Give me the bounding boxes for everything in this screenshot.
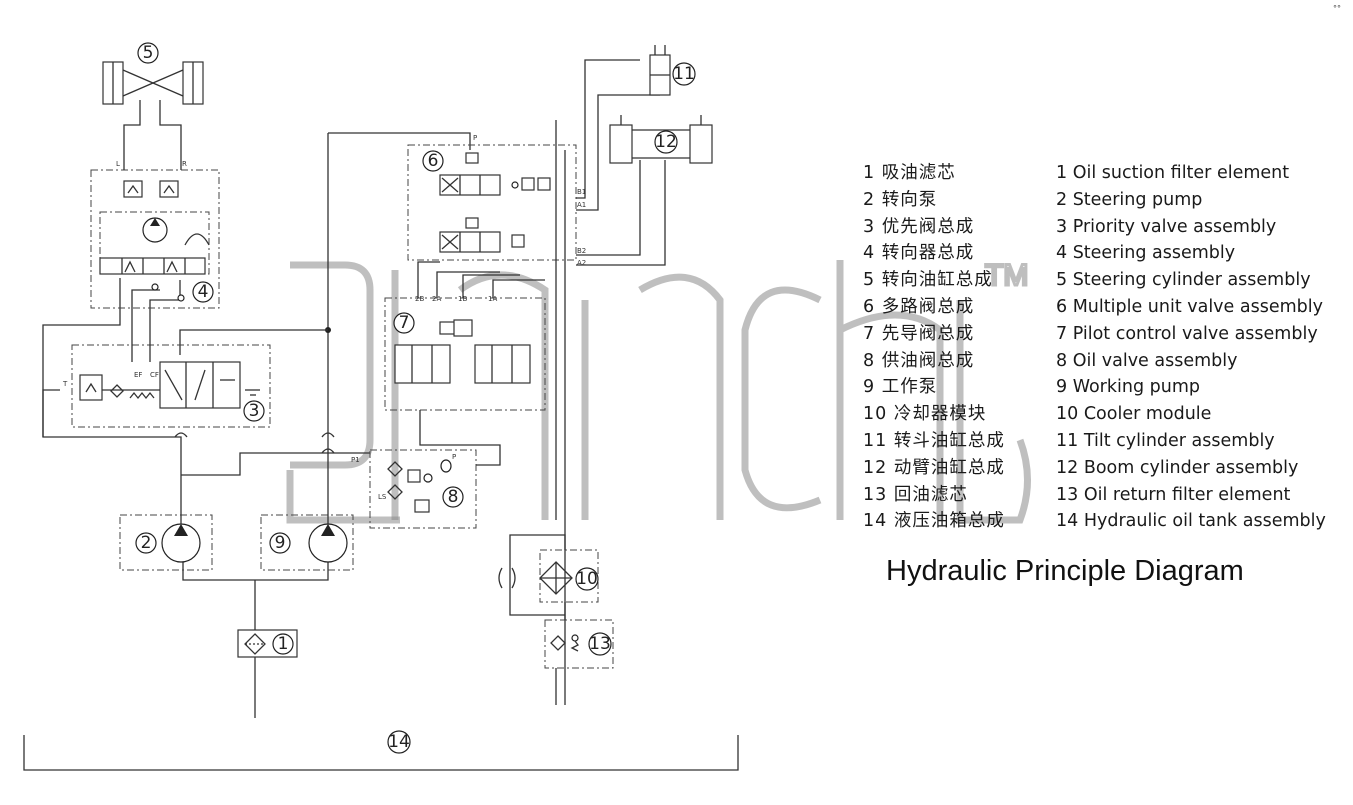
legend-cn-item: 14 液压油箱总成	[863, 511, 1005, 532]
watermark-tm: TM	[985, 259, 1028, 292]
legend-cn-item: 12 动臂油缸总成	[863, 457, 1005, 478]
legend-en-item: 9 Working pump	[1056, 377, 1200, 398]
port-label-2a: 2A	[432, 295, 441, 303]
port-P1: P1	[351, 456, 360, 464]
corner-mark: °°	[1333, 4, 1341, 13]
tank-assembly: 14	[23, 730, 739, 771]
legend-cn-item: 9 工作泵	[863, 377, 938, 398]
legend-en-item: 11 Tilt cylinder assembly	[1056, 430, 1275, 451]
legend-en-item: 3 Priority valve assembly	[1056, 216, 1277, 237]
callout-8: 8	[448, 487, 459, 507]
callout-4: 4	[198, 282, 209, 302]
callout-3: 3	[249, 401, 260, 421]
legend-english: 1 Oil suction filter element 2 Steering …	[1056, 160, 1326, 535]
port-B2: B2	[577, 247, 586, 255]
priority-valve: T EF CF 3	[62, 344, 271, 428]
legend-en-item: 7 Pilot control valve assembly	[1056, 323, 1318, 344]
port-CF: CF	[150, 371, 159, 379]
cooler-module: 10	[498, 534, 599, 616]
port-label-2b: 2B	[415, 295, 424, 303]
callout-13: 13	[589, 634, 611, 654]
legend-en-item: 1 Oil suction filter element	[1056, 163, 1290, 183]
port-P-mv: P	[473, 134, 477, 142]
callout-6: 6	[428, 151, 439, 171]
port-LS: LS	[378, 493, 387, 501]
diagram-title: Hydraulic Principle Diagram	[886, 555, 1244, 587]
legend-chinese: 1 吸油滤芯 2 转向泵 3 优先阀总成 4 转向器总成 5 转向油缸总成 6 …	[863, 160, 1005, 535]
legend-cn-item: 10 冷却器模块	[863, 404, 987, 425]
port-T-priority: T	[62, 380, 68, 388]
port-B1: B1	[577, 188, 586, 196]
watermark-logo: TM	[286, 258, 1031, 524]
port-label-1b: 1B	[458, 295, 467, 303]
port-EF: EF	[134, 371, 142, 379]
legend-cn-item: 6 多路阀总成	[863, 296, 975, 317]
legend-en-item: 6 Multiple unit valve assembly	[1056, 296, 1323, 317]
legend-cn-item: 5 转向油缸总成	[863, 270, 993, 291]
callout-1: 1	[278, 634, 289, 654]
working-pump: 9	[260, 514, 354, 571]
callout-2: 2	[141, 533, 152, 553]
legend-en-item: 4 Steering assembly	[1056, 243, 1236, 264]
port-P-oil: P	[452, 453, 456, 461]
pilot-control-valve: 2B 2A 1B 1A 7	[384, 295, 546, 411]
steering-cylinders: 5	[102, 42, 204, 105]
legend-cn-item: 1 吸油滤芯	[863, 163, 956, 183]
callout-7: 7	[399, 313, 410, 333]
tilt-cylinder: 11	[649, 45, 696, 96]
callout-9: 9	[275, 533, 286, 553]
port-A1: A1	[577, 201, 586, 209]
legend-cn-item: 11 转斗油缸总成	[863, 430, 1005, 451]
callout-14: 14	[388, 732, 410, 752]
legend-en-item: 13 Oil return filter element	[1056, 484, 1291, 505]
callout-11: 11	[673, 64, 695, 84]
legend-en-item: 5 Steering cylinder assembly	[1056, 270, 1311, 291]
legend-en-item: 2 Steering pump	[1056, 189, 1203, 210]
port-A2: A2	[577, 259, 586, 267]
port-label-1a: 1A	[488, 295, 497, 303]
steering-assembly: L R 4	[90, 160, 220, 309]
callout-5: 5	[143, 43, 154, 63]
legend-en-item: 10 Cooler module	[1056, 404, 1212, 425]
boom-cylinders: 12	[609, 115, 713, 164]
port-R: R	[182, 160, 187, 168]
oil-valve-assembly: P1 P LS 8	[351, 449, 477, 529]
legend-cn-item: 8 供油阀总成	[863, 350, 975, 371]
legend-en-item: 12 Boom cylinder assembly	[1056, 457, 1299, 478]
legend-cn-item: 3 优先阀总成	[863, 216, 975, 237]
legend-cn-item: 7 先导阀总成	[863, 323, 975, 344]
steering-pump: 2	[119, 514, 213, 571]
legend-cn-item: 13 回油滤芯	[863, 484, 968, 505]
callout-10: 10	[576, 569, 598, 589]
legend-en-item: 14 Hydraulic oil tank assembly	[1056, 511, 1326, 532]
callout-12: 12	[655, 132, 677, 152]
multiple-unit-valve: P B1 A1 B2 A2 6	[407, 134, 586, 267]
suction-filter: 1	[182, 560, 329, 718]
port-L: L	[116, 160, 120, 168]
legend-cn-item: 2 转向泵	[863, 189, 938, 210]
return-filter: 13	[544, 619, 614, 669]
legend-en-item: 8 Oil valve assembly	[1056, 350, 1238, 371]
legend-cn-item: 4 转向器总成	[863, 243, 975, 264]
